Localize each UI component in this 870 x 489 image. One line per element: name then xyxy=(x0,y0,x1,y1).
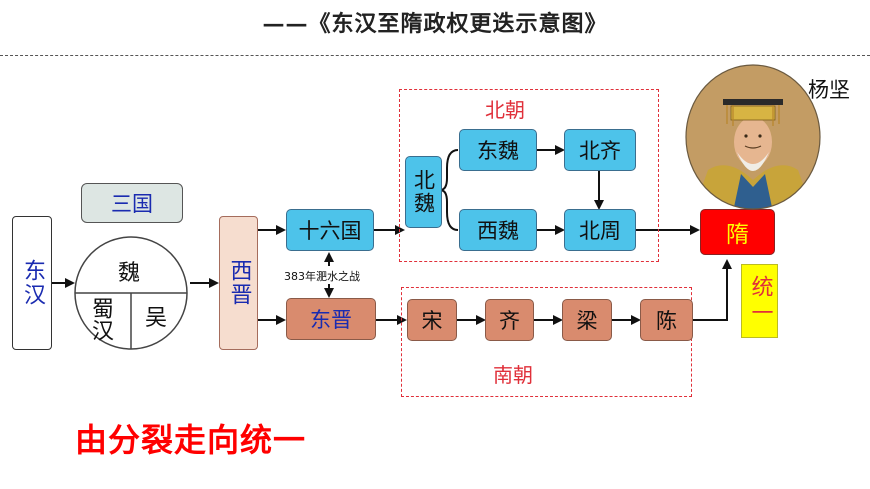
slogan: 由分裂走向统一 xyxy=(75,421,307,459)
sanguo-circle xyxy=(74,236,188,350)
node-beiqi-label: 北齐 xyxy=(579,139,621,163)
node-qi: 齐 xyxy=(485,299,534,341)
node-dongjin: 东晋 xyxy=(286,298,376,340)
node-xijin: 西晋 xyxy=(219,216,258,350)
node-tongyi-label: 统一 xyxy=(747,275,773,327)
node-song: 宋 xyxy=(407,299,457,341)
node-dongwei-label: 东魏 xyxy=(477,139,519,163)
node-wei: 魏 xyxy=(118,261,141,286)
feishui-label: 383年淝水之战 xyxy=(284,270,360,283)
emperor-portrait-icon xyxy=(685,64,821,210)
node-sui-label: 隋 xyxy=(726,222,749,248)
node-xijin-label: 西晋 xyxy=(226,259,252,307)
node-donghan-label: 东汉 xyxy=(20,259,45,307)
node-beiwei-label: 北魏 xyxy=(411,169,436,215)
node-dongwei: 东魏 xyxy=(459,129,537,171)
node-beiqi: 北齐 xyxy=(564,129,636,171)
node-shuhan: 蜀汉 xyxy=(88,297,113,341)
node-beizhou: 北周 xyxy=(564,209,636,251)
node-sui: 隋 xyxy=(700,209,775,255)
node-xiwei-label: 西魏 xyxy=(477,219,519,243)
node-dongjin-label: 东晋 xyxy=(310,308,352,332)
node-qi-label: 齐 xyxy=(499,309,520,333)
node-sanguo-label: 三国 xyxy=(111,192,153,216)
node-beizhou-label: 北周 xyxy=(579,219,621,243)
node-beiwei: 北魏 xyxy=(405,156,442,228)
node-xiwei: 西魏 xyxy=(459,209,537,251)
arrow-chen-sui xyxy=(693,259,732,321)
beichao-label: 北朝 xyxy=(485,98,525,122)
yangjian-label: 杨坚 xyxy=(808,78,850,102)
node-liang: 梁 xyxy=(562,299,612,341)
title-divider xyxy=(0,55,870,56)
nanchao-region xyxy=(401,287,692,397)
page-title: ——《东汉至隋政权更迭示意图》 xyxy=(262,11,608,37)
node-liang-label: 梁 xyxy=(576,309,598,333)
node-sanguo: 三国 xyxy=(81,183,183,223)
node-shiliuguo-label: 十六国 xyxy=(298,219,362,243)
node-chen: 陈 xyxy=(640,299,693,341)
node-wu: 吴 xyxy=(145,306,168,331)
node-donghan: 东汉 xyxy=(12,216,52,350)
node-song-label: 宋 xyxy=(421,309,443,333)
node-tongyi: 统一 xyxy=(741,264,778,338)
beichao-region xyxy=(399,89,659,262)
node-chen-label: 陈 xyxy=(656,309,677,333)
node-shiliuguo: 十六国 xyxy=(286,209,374,251)
nanchao-label: 南朝 xyxy=(493,363,533,387)
